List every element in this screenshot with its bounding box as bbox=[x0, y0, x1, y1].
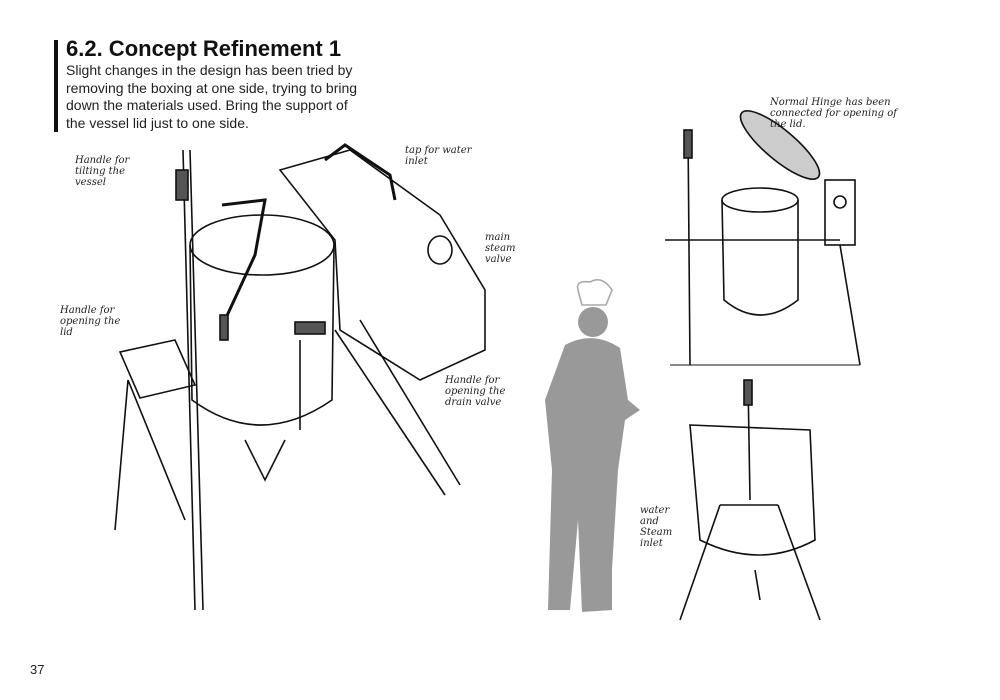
label-steam-valve: main steam valve bbox=[485, 232, 516, 265]
main-vessel-sketch bbox=[114, 143, 486, 611]
chef-silhouette bbox=[545, 279, 640, 612]
label-water-tap: tap for water inlet bbox=[405, 145, 472, 167]
heading-accent-bar bbox=[54, 40, 58, 132]
page-number: 37 bbox=[30, 662, 45, 677]
section-description: Slight changes in the design has been tr… bbox=[66, 62, 358, 131]
label-hinge: Normal Hinge has been connected for open… bbox=[770, 97, 897, 130]
hinge-view-sketch bbox=[665, 110, 861, 366]
label-lid-handle: Handle for opening the lid bbox=[60, 305, 121, 338]
label-inlet: water and Steam inlet bbox=[640, 505, 673, 549]
label-drain-handle: Handle for opening the drain valve bbox=[445, 375, 506, 408]
front-view-sketch bbox=[679, 379, 821, 621]
section-title: 6.2. Concept Refinement 1 bbox=[66, 36, 342, 61]
label-tilt-handle: Handle for tilting the vessel bbox=[75, 155, 130, 188]
